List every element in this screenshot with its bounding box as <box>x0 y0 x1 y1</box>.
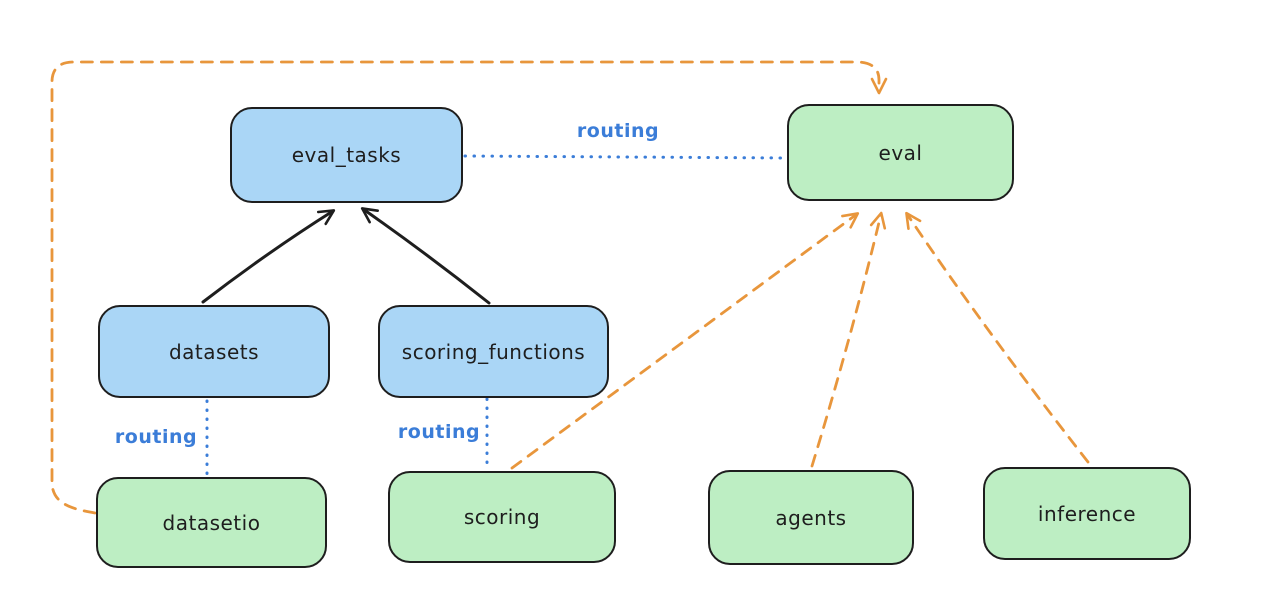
node-scoring-label: scoring <box>463 505 541 529</box>
edge-agents-to-eval <box>810 211 887 468</box>
node-inference-label: inference <box>1037 501 1137 526</box>
edge-label-routing-datasets-datasetio: routing <box>114 426 198 448</box>
node-datasets-label: datasets <box>168 339 260 364</box>
node-agents: agents <box>708 470 914 565</box>
node-datasetio-label: datasetio <box>162 510 261 535</box>
edge-scoring-functions-to-eval-tasks <box>360 207 491 305</box>
node-datasetio: datasetio <box>96 477 327 568</box>
edge-routing-eval-tasks-eval <box>463 154 788 160</box>
node-datasets: datasets <box>98 305 330 398</box>
edge-label-routing-scoring-functions-scoring: routing <box>397 421 481 443</box>
node-scoring-functions-label: scoring_functions <box>401 339 586 364</box>
edge-datasets-to-eval-tasks <box>201 209 336 304</box>
node-eval-label: eval <box>878 140 923 165</box>
node-eval-tasks: eval_tasks <box>230 107 463 203</box>
edge-label-routing-eval-tasks-eval: routing <box>576 120 660 142</box>
node-eval: eval <box>787 104 1014 201</box>
node-inference: inference <box>983 467 1191 560</box>
edge-inference-to-eval <box>905 211 1090 464</box>
edge-scoring-to-eval <box>510 212 860 470</box>
node-eval-tasks-label: eval_tasks <box>291 143 402 167</box>
node-agents-label: agents <box>775 505 847 530</box>
node-scoring-functions: scoring_functions <box>378 305 609 398</box>
node-scoring: scoring <box>388 471 616 563</box>
